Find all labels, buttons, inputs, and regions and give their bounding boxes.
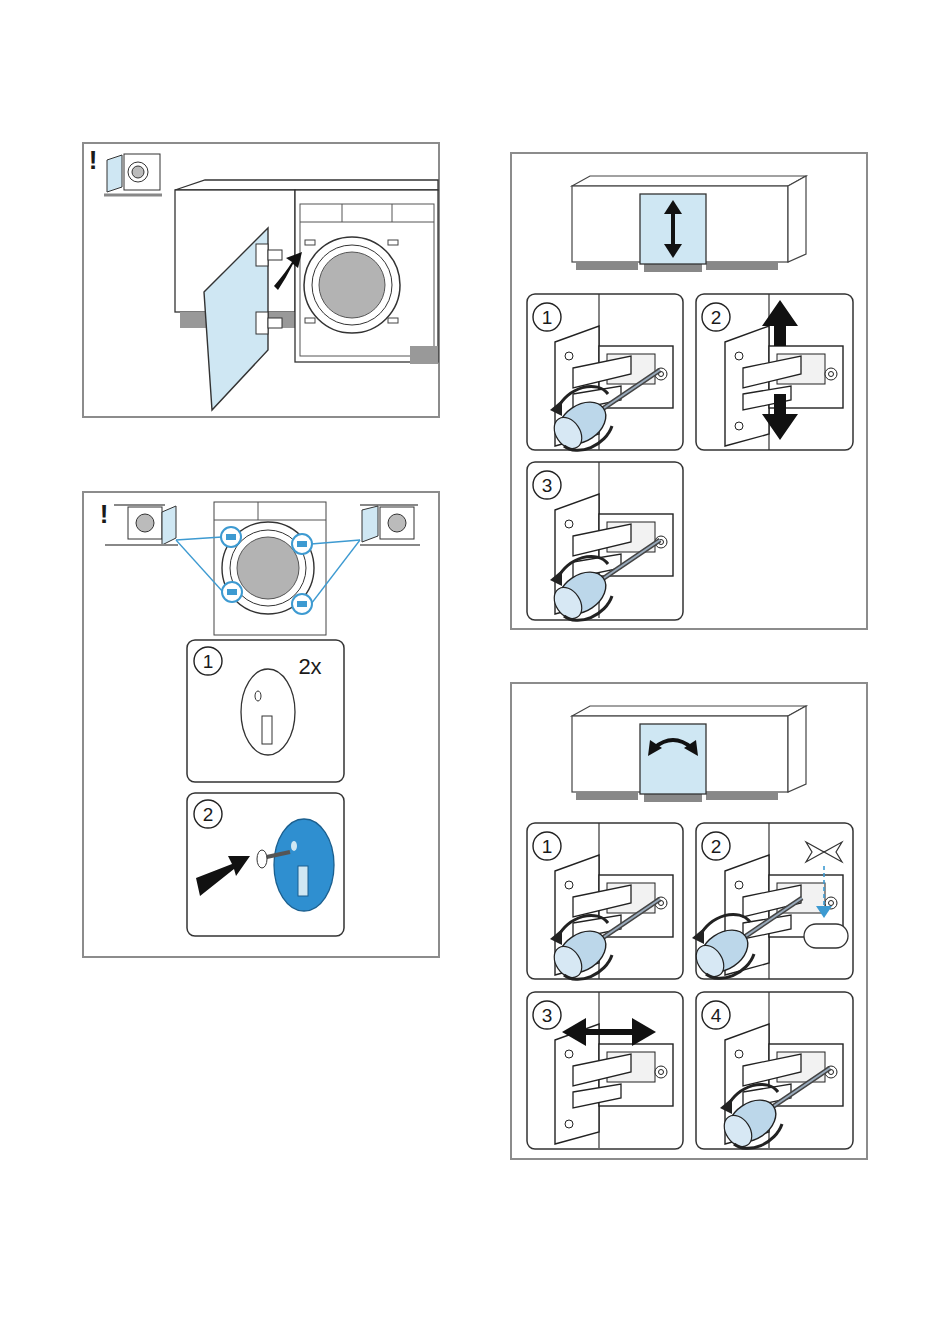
callout-number: 4 <box>711 1006 722 1025</box>
callout-number: 3 <box>542 1006 553 1025</box>
callout-number: 2 <box>203 805 214 824</box>
callout-number: 1 <box>542 837 553 856</box>
warning-mark: ! <box>89 147 98 173</box>
callout-number: 3 <box>542 476 553 495</box>
callout-number: 1 <box>542 308 553 327</box>
callout-number: 2 <box>711 837 722 856</box>
callout-number: 2 <box>711 308 722 327</box>
quantity-label: 2x <box>298 656 321 678</box>
warning-mark: ! <box>100 501 109 527</box>
callout-number: 1 <box>203 652 214 671</box>
